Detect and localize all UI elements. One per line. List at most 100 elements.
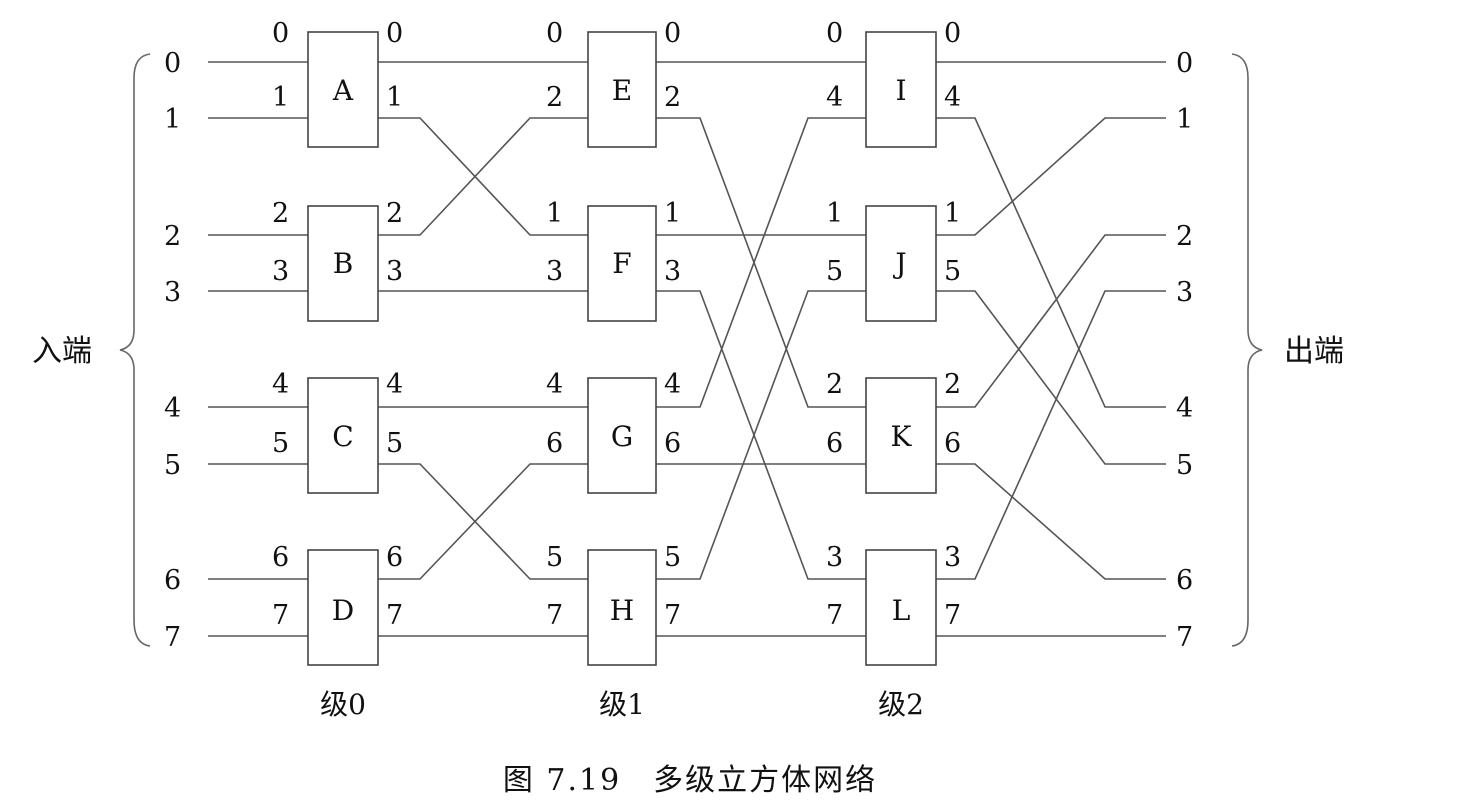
stage0-to-stage1-links xyxy=(378,61,588,637)
output-terminal: 4 xyxy=(1176,393,1193,424)
port-label: 5 xyxy=(664,542,681,573)
switch-c: C 4 5 4 5 xyxy=(272,369,403,494)
stage-label: 级0 xyxy=(320,688,366,721)
port-label: 4 xyxy=(944,82,961,113)
output-terminal: 5 xyxy=(1176,450,1193,481)
input-terminal: 7 xyxy=(164,622,181,653)
stage-label: 级1 xyxy=(599,688,645,721)
stage1-to-stage2-links xyxy=(656,61,866,637)
stage-1: E 0 2 0 2 F 1 3 1 3 G 4 6 4 6 H 5 7 5 xyxy=(546,18,681,721)
port-label: 2 xyxy=(386,198,403,229)
output-terminal: 1 xyxy=(1176,104,1193,135)
switch-i: I 0 4 0 4 xyxy=(826,18,961,148)
port-label: 3 xyxy=(272,256,289,287)
switch-label: C xyxy=(332,420,353,453)
switch-d: D 6 7 6 7 xyxy=(272,542,403,666)
port-label: 3 xyxy=(386,256,403,287)
port-label: 5 xyxy=(272,428,289,459)
input-terminal: 1 xyxy=(164,104,181,135)
figure-caption: 图 7.19 多级立方体网络 xyxy=(503,763,877,798)
stage-label: 级2 xyxy=(878,688,924,721)
port-label: 3 xyxy=(826,542,843,573)
port-label: 6 xyxy=(826,428,843,459)
input-label: 入端 xyxy=(32,334,92,369)
switch-k: K 2 6 2 6 xyxy=(826,369,961,494)
port-label: 7 xyxy=(546,600,563,631)
port-label: 6 xyxy=(386,542,403,573)
port-label: 2 xyxy=(272,198,289,229)
input-terminal: 4 xyxy=(164,393,181,424)
port-label: 1 xyxy=(944,198,961,229)
port-label: 1 xyxy=(826,198,843,229)
port-label: 2 xyxy=(944,369,961,400)
port-label: 7 xyxy=(826,600,843,631)
switch-label: K xyxy=(891,420,913,453)
switch-e: E 0 2 0 2 xyxy=(546,18,681,148)
input-terminal: 5 xyxy=(164,450,181,481)
port-label: 1 xyxy=(546,198,563,229)
input-terminal: 3 xyxy=(164,277,181,308)
port-label: 7 xyxy=(664,600,681,631)
switch-label: J xyxy=(892,247,906,280)
switch-b: B 2 3 2 3 xyxy=(272,198,403,322)
switch-a: A 0 1 0 1 xyxy=(272,18,403,148)
output-brace xyxy=(1231,53,1263,647)
switch-l: L 3 7 3 7 xyxy=(826,542,961,666)
port-label: 3 xyxy=(546,256,563,287)
port-label: 5 xyxy=(546,542,563,573)
port-label: 5 xyxy=(386,428,403,459)
port-label: 4 xyxy=(664,369,681,400)
switch-label: G xyxy=(611,420,633,453)
output-terminal: 7 xyxy=(1176,622,1193,653)
input-terminal: 2 xyxy=(164,221,181,252)
output-terminal-labels: 0 1 2 3 4 5 6 7 xyxy=(1176,48,1193,653)
input-terminal-labels: 0 1 2 3 4 5 6 7 xyxy=(164,48,181,653)
port-label: 0 xyxy=(386,18,403,49)
port-label: 1 xyxy=(272,82,289,113)
input-wires xyxy=(208,61,308,637)
switch-label: H xyxy=(610,594,634,627)
output-terminal: 6 xyxy=(1176,565,1193,596)
switch-label: I xyxy=(895,74,906,107)
port-label: 0 xyxy=(272,18,289,49)
port-label: 6 xyxy=(664,428,681,459)
port-label: 3 xyxy=(944,542,961,573)
port-label: 7 xyxy=(386,600,403,631)
port-label: 7 xyxy=(272,600,289,631)
switch-h: H 5 7 5 7 xyxy=(546,542,681,666)
port-label: 0 xyxy=(826,18,843,49)
switch-label: F xyxy=(612,247,631,280)
input-terminal: 0 xyxy=(164,48,181,79)
switch-g: G 4 6 4 6 xyxy=(546,369,681,494)
port-label: 1 xyxy=(664,198,681,229)
output-terminal: 3 xyxy=(1176,277,1193,308)
port-label: 4 xyxy=(546,369,563,400)
switch-j: J 1 5 1 5 xyxy=(826,198,961,322)
port-label: 5 xyxy=(826,256,843,287)
port-label: 6 xyxy=(272,542,289,573)
switch-label: L xyxy=(892,594,911,627)
port-label: 4 xyxy=(272,369,289,400)
port-label: 5 xyxy=(944,256,961,287)
port-label: 6 xyxy=(944,428,961,459)
switch-label: D xyxy=(332,594,354,627)
output-terminal: 0 xyxy=(1176,48,1193,79)
switch-label: A xyxy=(332,74,354,107)
port-label: 2 xyxy=(664,82,681,113)
stage-0: A 0 1 0 1 B 2 3 2 3 C 4 5 4 5 D 6 7 6 xyxy=(272,18,403,721)
port-label: 4 xyxy=(826,82,843,113)
output-label: 出端 xyxy=(1284,334,1344,369)
port-label: 0 xyxy=(546,18,563,49)
port-label: 4 xyxy=(386,369,403,400)
port-label: 0 xyxy=(944,18,961,49)
switch-f: F 1 3 1 3 xyxy=(546,198,681,322)
input-terminal: 6 xyxy=(164,565,181,596)
stage2-to-output-links xyxy=(936,61,1166,637)
port-label: 1 xyxy=(386,82,403,113)
port-label: 7 xyxy=(944,600,961,631)
port-label: 2 xyxy=(826,369,843,400)
switch-label: E xyxy=(612,74,632,107)
port-label: 6 xyxy=(546,428,563,459)
input-brace xyxy=(119,53,151,647)
